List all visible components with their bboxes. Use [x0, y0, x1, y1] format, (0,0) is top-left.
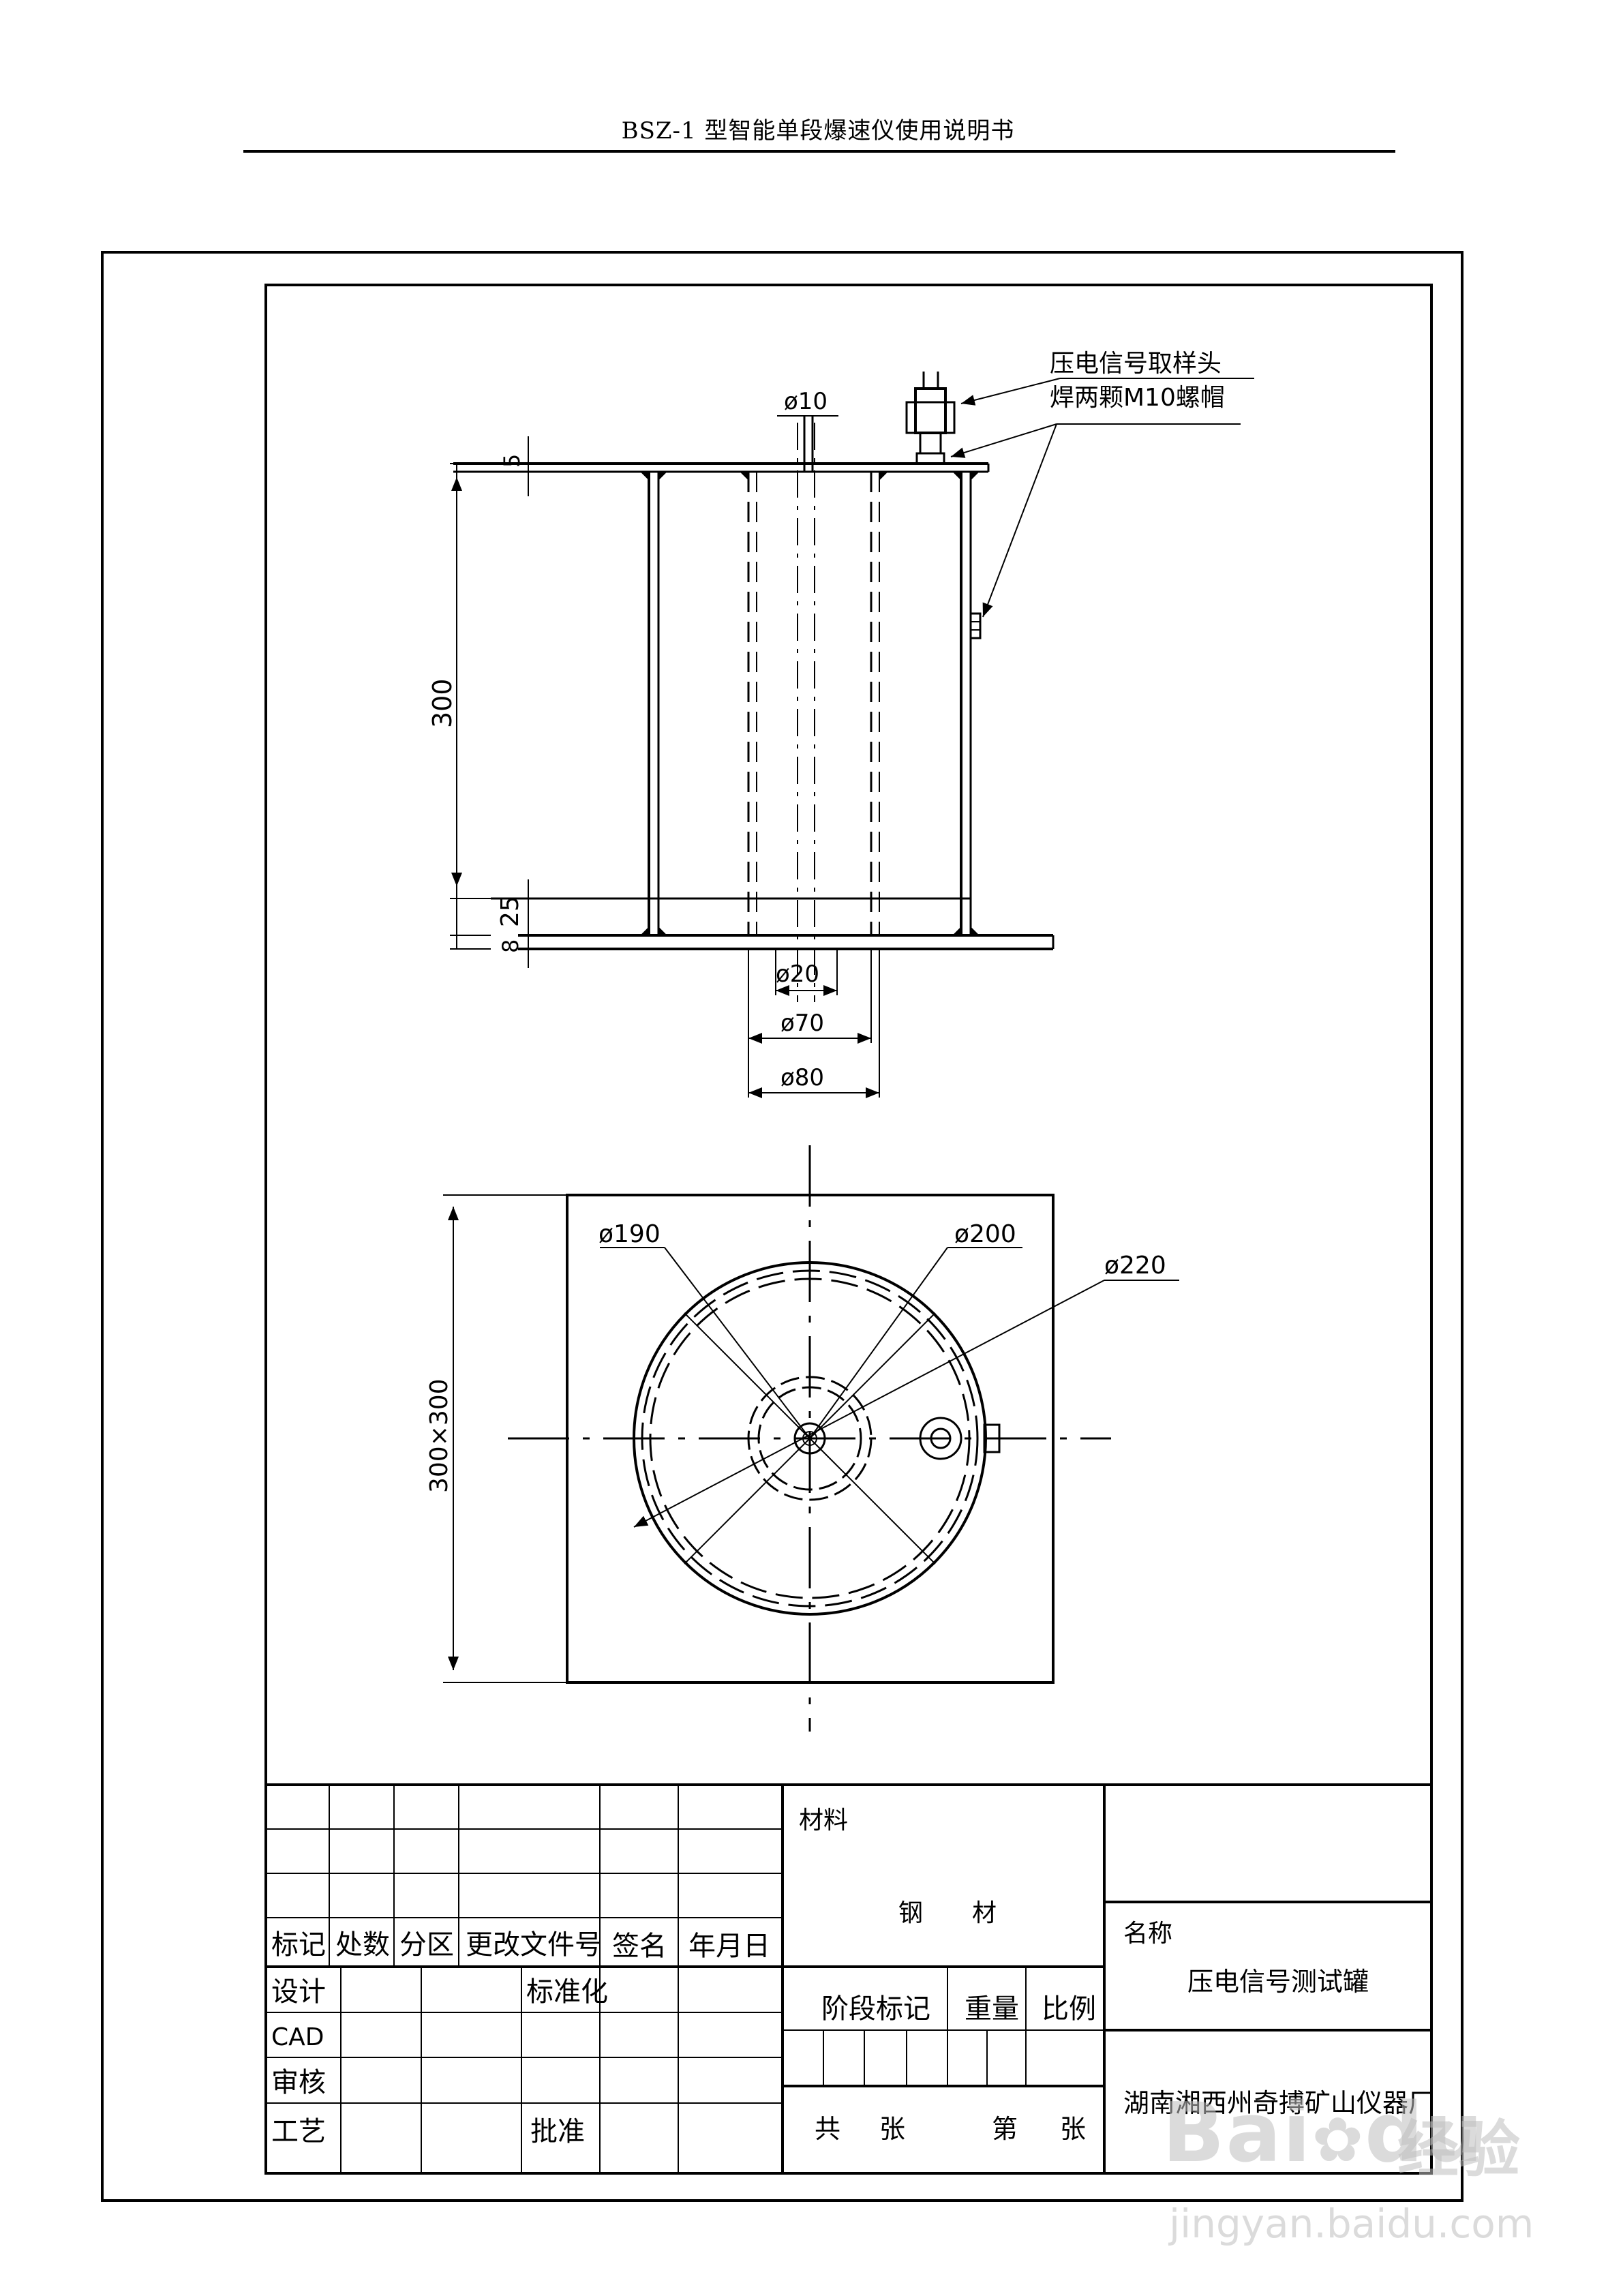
inner-frame: [264, 284, 1433, 2175]
watermark-url: jingyan.baidu.com: [1169, 2201, 1534, 2247]
label-sheet-no: 第: [992, 2114, 1018, 2144]
label-weight: 重量: [965, 1993, 1019, 2025]
header-rule: [243, 150, 1395, 153]
dim-phi220: ø220: [1104, 1252, 1166, 1280]
outer-frame: [101, 251, 1463, 2202]
label-review: 审核: [271, 2067, 326, 2098]
label-scale: 比例: [1042, 1993, 1096, 2025]
callout-nuts: 焊两颗M10螺帽: [1050, 384, 1225, 412]
label-sheets: 张: [879, 2114, 905, 2144]
dim-phi20: ø20: [776, 961, 819, 988]
dim-phi200: ø200: [954, 1220, 1016, 1248]
dim-phi190: ø190: [598, 1220, 661, 1248]
rev-header-date: 年月日: [688, 1931, 770, 1962]
dim-25: 25: [496, 896, 524, 927]
company-name: 湖南湘西州奇搏矿山仪器厂: [1123, 2088, 1434, 2118]
watermark-brand: Bai✿du: [1162, 2086, 1484, 2181]
label-design: 设计: [271, 1976, 326, 2008]
dim-phi10: ø10: [784, 388, 828, 415]
top-view: [443, 1145, 1179, 1732]
front-view: [450, 372, 1254, 1098]
label-process: 工艺: [271, 2116, 326, 2147]
rev-header-count: 处数: [335, 1929, 390, 1961]
callout-sensor-head: 压电信号取样头: [1050, 350, 1222, 378]
dim-phi70: ø70: [780, 1010, 824, 1037]
label-approve: 批准: [530, 2116, 585, 2147]
rev-header-doc: 更改文件号: [466, 1929, 602, 1961]
rev-header-sign: 签名: [612, 1931, 667, 1962]
label-sheet-unit: 张: [1060, 2114, 1086, 2144]
label-cad: CAD: [271, 2023, 324, 2051]
label-stage: 阶段标记: [821, 1993, 930, 2025]
label-name: 名称: [1123, 1920, 1172, 1948]
page-header: BSZ-1 型智能单段爆速仪使用说明书: [621, 117, 1015, 145]
rev-header-mark: 标记: [271, 1929, 326, 1961]
material-value: 钢 材: [898, 1899, 997, 1927]
watermark-du: du: [1365, 2086, 1485, 2181]
dim-phi80: ø80: [780, 1064, 824, 1091]
label-standard: 标准化: [526, 1976, 608, 2008]
label-total: 共: [815, 2114, 840, 2144]
dim-300x300: 300×300: [425, 1378, 453, 1493]
dim-8: 8: [498, 939, 524, 953]
watermark-bai: Bai: [1162, 2086, 1312, 2181]
label-material: 材料: [799, 1807, 848, 1834]
drawing-name: 压电信号测试罐: [1187, 1967, 1369, 1997]
dim-300: 300: [427, 678, 457, 728]
watermark-paw-icon: ✿: [1311, 2104, 1365, 2176]
title-block: [266, 1783, 1431, 2173]
watermark-experience: 经验: [1397, 2114, 1520, 2186]
dim-5: 5: [499, 454, 525, 468]
rev-header-zone: 分区: [399, 1929, 454, 1961]
